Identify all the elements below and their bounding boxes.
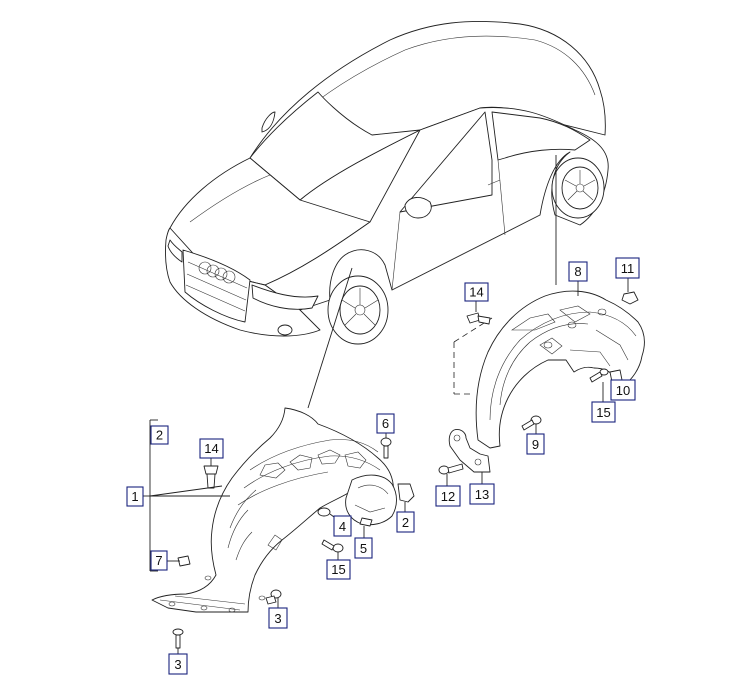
- nut-4: [317, 507, 331, 517]
- svg-text:4: 4: [339, 519, 346, 534]
- callout-11: 11: [615, 257, 640, 279]
- rear-wheel-housing-liner: [448, 290, 645, 473]
- callout-2: 2: [150, 425, 169, 445]
- callout-12: 12: [435, 485, 461, 507]
- screw-3-upper: [265, 589, 282, 605]
- svg-text:5: 5: [360, 541, 367, 556]
- screw-15-right: [589, 368, 609, 383]
- callout-4: 4: [333, 515, 352, 537]
- callout-3: 3: [268, 607, 288, 629]
- svg-text:9: 9: [532, 437, 539, 452]
- svg-text:12: 12: [441, 489, 455, 504]
- svg-text:1: 1: [131, 489, 138, 504]
- callout-10: 10: [610, 379, 636, 401]
- rear-wheel: [551, 157, 605, 219]
- callout-14: 14: [464, 282, 489, 302]
- callout-1: 1: [126, 486, 144, 507]
- callout-5: 5: [354, 537, 373, 559]
- svg-text:10: 10: [616, 383, 630, 398]
- callout-15: 15: [326, 559, 351, 580]
- callout-7: 7: [150, 550, 168, 571]
- screw-5: [359, 517, 373, 527]
- expanding-rivet-14-right: [466, 312, 491, 325]
- clip-2: [397, 483, 415, 503]
- front-wheel-housing-liner: [151, 407, 397, 613]
- front-wheel: [327, 275, 389, 345]
- callout-8: 8: [568, 261, 588, 282]
- svg-text:13: 13: [475, 487, 489, 502]
- svg-text:7: 7: [155, 553, 162, 568]
- svg-text:15: 15: [331, 562, 345, 577]
- car-illustration: [165, 20, 609, 345]
- svg-text:6: 6: [382, 416, 389, 431]
- expanding-rivet-14-left: [203, 465, 219, 489]
- callout-6: 6: [376, 413, 395, 434]
- svg-text:2: 2: [402, 515, 409, 530]
- spring-nut-7: [177, 555, 191, 567]
- screw-9: [521, 415, 542, 431]
- callout-2: 2: [396, 511, 415, 533]
- callout-15: 15: [591, 401, 616, 423]
- svg-text:8: 8: [574, 264, 581, 279]
- callout-9: 9: [526, 433, 545, 455]
- svg-text:3: 3: [174, 657, 181, 672]
- svg-text:14: 14: [469, 285, 483, 300]
- bolt-12: [438, 463, 464, 475]
- callout-13: 13: [469, 483, 495, 505]
- svg-text:15: 15: [596, 405, 610, 420]
- callout-14: 14: [199, 438, 224, 459]
- screw-3-lower: [172, 628, 184, 649]
- nut-11: [621, 291, 639, 305]
- svg-text:14: 14: [204, 441, 218, 456]
- callout-3: 3: [168, 653, 188, 675]
- screw-15-left: [321, 539, 344, 553]
- screw-6: [380, 437, 392, 459]
- svg-text:11: 11: [621, 261, 635, 276]
- audi-rings-logo: [198, 261, 236, 284]
- svg-text:3: 3: [274, 611, 281, 626]
- fasteners: [172, 291, 639, 649]
- svg-text:2: 2: [156, 428, 163, 443]
